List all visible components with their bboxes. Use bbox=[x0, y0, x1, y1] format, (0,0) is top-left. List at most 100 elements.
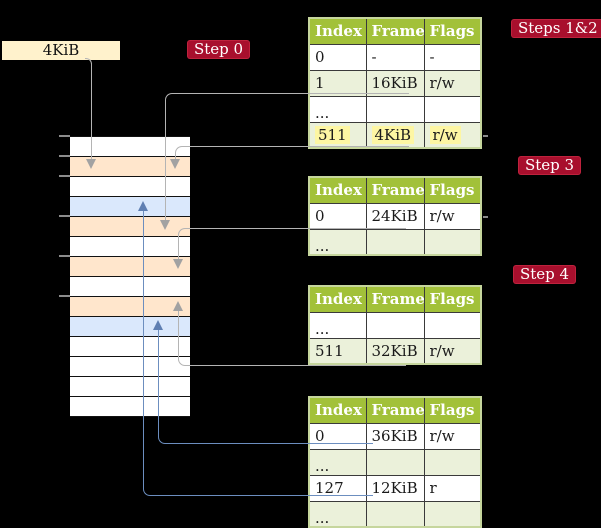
cell-flags: - bbox=[423, 43, 482, 71]
cell-value: 0 bbox=[315, 48, 325, 66]
arrow-pt3-entry511-to-frame-32kib bbox=[178, 311, 406, 366]
cell-frame: - bbox=[365, 43, 425, 71]
badge-step-3: Step 3 bbox=[518, 156, 582, 175]
arrowhead-up-icon bbox=[153, 320, 163, 330]
memory-tick bbox=[59, 255, 70, 257]
cell-value: ... bbox=[315, 508, 330, 527]
cell-index: ... bbox=[308, 448, 367, 476]
memory-frame-row-0-white bbox=[70, 137, 190, 157]
arrow-pt2-entry0-to-frame-24kib bbox=[178, 228, 406, 261]
cell-value: r/w bbox=[429, 207, 455, 225]
connector-stub bbox=[483, 216, 488, 218]
cell-frame bbox=[365, 448, 425, 476]
column-header-frame: Frame bbox=[365, 396, 425, 424]
memory-tick bbox=[59, 215, 70, 217]
column-header-flags: Flags bbox=[423, 176, 482, 204]
memory-frame-row-10-white bbox=[70, 337, 190, 357]
cell-frame: 36KiB bbox=[365, 422, 425, 450]
cell-value: - bbox=[429, 48, 435, 66]
cell-flags bbox=[423, 95, 482, 123]
arrow-pt1-entry1-to-frame-16kib bbox=[165, 93, 409, 222]
arrowhead-down-icon bbox=[86, 159, 96, 169]
cell-value: 127 bbox=[315, 479, 344, 497]
column-header-index: Index bbox=[308, 285, 367, 313]
memory-frame-row-11-white bbox=[70, 357, 190, 377]
physical-memory-column bbox=[70, 136, 190, 417]
cell-value: r bbox=[429, 479, 437, 497]
column-header-frame: Frame bbox=[365, 17, 425, 45]
memory-frame-row-1-orange bbox=[70, 157, 190, 177]
cell-flags: r/w bbox=[423, 69, 482, 97]
arrowhead-down-icon bbox=[173, 259, 183, 269]
cell-value: 1 bbox=[315, 74, 325, 92]
memory-frame-row-3-blue bbox=[70, 197, 190, 217]
cell-value: 0 bbox=[315, 207, 325, 225]
cell-flags: r/w bbox=[423, 337, 482, 365]
cell-value: 32KiB bbox=[371, 341, 418, 360]
cell-flags bbox=[423, 500, 482, 528]
column-header-frame: Frame bbox=[365, 285, 425, 313]
arrow-pt4-entry0-to-frame-36kib bbox=[158, 330, 373, 444]
arrowhead-down-icon bbox=[170, 159, 180, 169]
column-header-index: Index bbox=[308, 176, 367, 204]
cell-index: ... bbox=[308, 311, 367, 339]
column-header-frame: Frame bbox=[365, 176, 425, 204]
cell-flags: r/w bbox=[423, 422, 482, 450]
memory-tick bbox=[59, 175, 70, 177]
cell-frame bbox=[365, 95, 425, 123]
table-row: 0 36KiB r/w bbox=[308, 422, 482, 450]
cell-index: ... bbox=[308, 500, 367, 528]
cell-frame: 4KiB bbox=[365, 121, 425, 149]
arrow-pt1-entry511-to-frame-4kib bbox=[175, 146, 409, 161]
cell-value: 0 bbox=[315, 427, 325, 445]
memory-tick bbox=[59, 135, 70, 137]
column-header-flags: Flags bbox=[423, 285, 482, 313]
cell-frame: 12KiB bbox=[365, 474, 425, 502]
badge-steps-1-2: Steps 1&2 bbox=[511, 19, 601, 38]
cell-index: 0 bbox=[308, 202, 367, 230]
memory-frame-row-12-white bbox=[70, 377, 190, 397]
cell-value: r/w bbox=[429, 341, 455, 360]
memory-frame-row-13-white bbox=[70, 397, 190, 417]
memory-frame-row-6-orange bbox=[70, 257, 190, 277]
cell-value: 16KiB bbox=[371, 74, 418, 92]
cell-value: 36KiB bbox=[371, 427, 418, 445]
cell-flags bbox=[423, 311, 482, 339]
cell-frame: 16KiB bbox=[365, 69, 425, 97]
cell-value: ... bbox=[315, 457, 330, 475]
frame-size-label: 4KiB bbox=[2, 41, 120, 60]
cell-value: - bbox=[371, 48, 377, 66]
table-row: 127 12KiB r bbox=[308, 474, 482, 502]
cell-flags bbox=[423, 228, 482, 256]
memory-tick bbox=[59, 155, 70, 157]
table-row: ... bbox=[308, 228, 482, 256]
cell-frame bbox=[365, 500, 425, 528]
memory-frame-row-8-orange bbox=[70, 297, 190, 317]
memory-frame-row-5-white bbox=[70, 237, 190, 257]
cell-index: 511 bbox=[308, 337, 367, 365]
arrowhead-up-icon bbox=[173, 301, 183, 311]
badge-step-4: Step 4 bbox=[513, 265, 577, 284]
cell-value: r/w bbox=[429, 74, 455, 92]
cell-value: 12KiB bbox=[371, 479, 418, 497]
cell-value: ... bbox=[315, 320, 330, 338]
arrowhead-up-icon bbox=[138, 201, 148, 211]
memory-frame-row-2-white bbox=[70, 177, 190, 197]
cell-value: r/w bbox=[429, 125, 461, 144]
column-header-index: Index bbox=[308, 17, 367, 45]
cell-flags: r bbox=[423, 474, 482, 502]
table-row: ... bbox=[308, 500, 482, 528]
arrow-pt4-entry127-to-frame-12kib bbox=[143, 211, 373, 496]
cell-value: 511 bbox=[315, 125, 350, 144]
table-row: ... bbox=[308, 95, 482, 123]
